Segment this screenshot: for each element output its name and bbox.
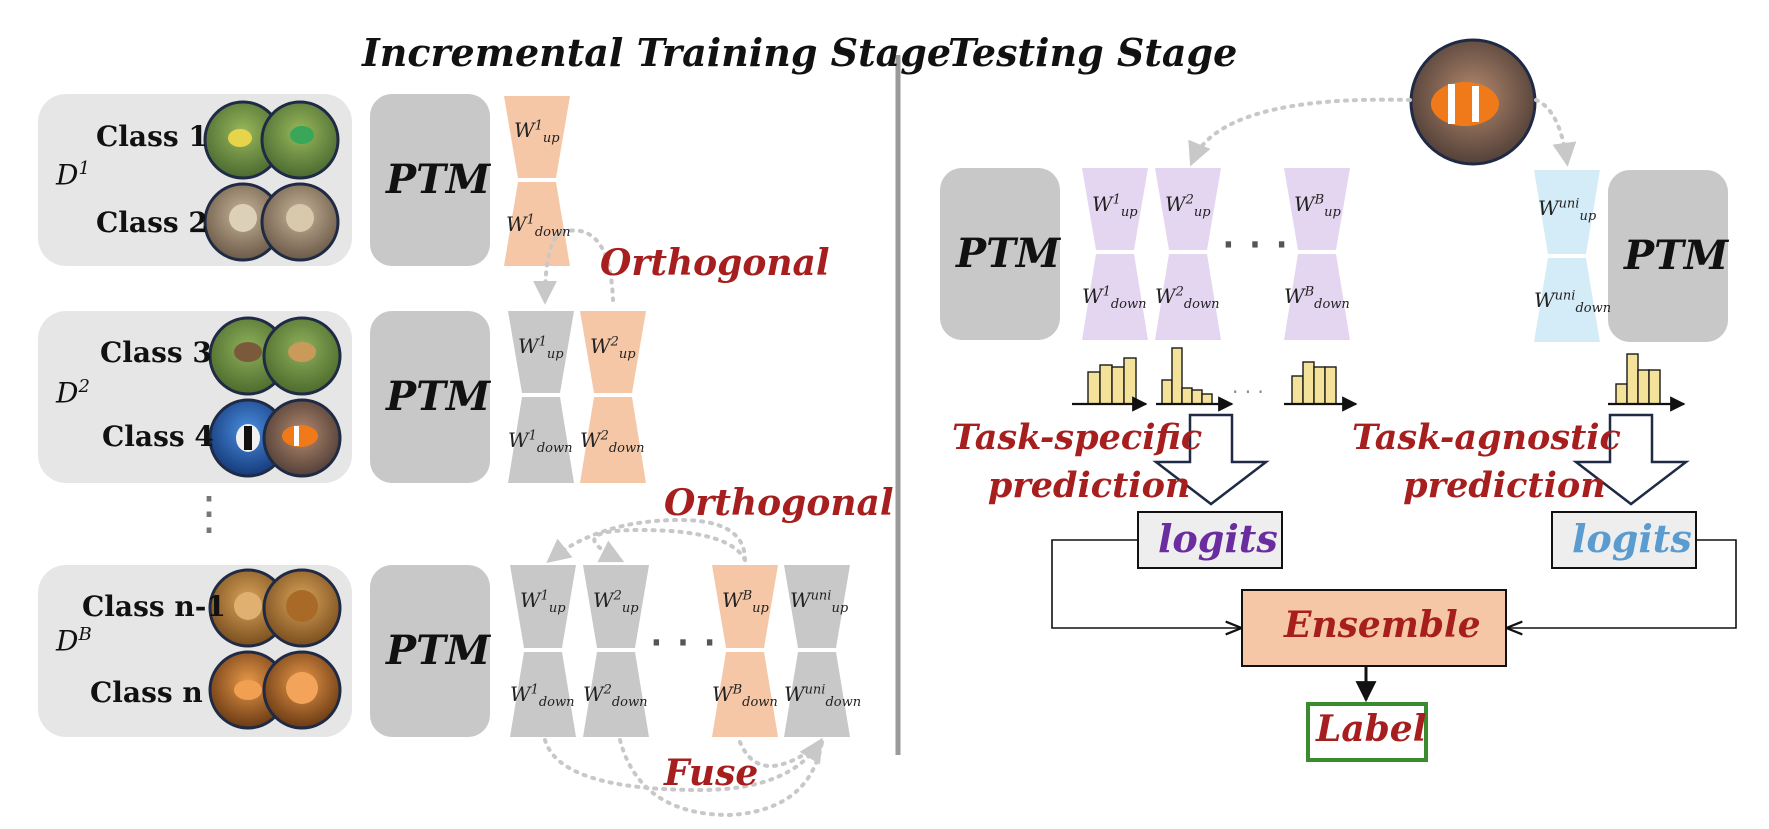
class-label: Class n bbox=[90, 676, 203, 709]
fuse-arrows bbox=[543, 737, 824, 818]
ptm-label: PTM bbox=[386, 373, 491, 420]
adapters-testing bbox=[1082, 168, 1600, 342]
down-arrow-right bbox=[1572, 413, 1690, 506]
dataset-label-b: DB bbox=[56, 624, 92, 658]
weight-label: W1down bbox=[506, 212, 571, 240]
weight-label: W1up bbox=[1092, 192, 1138, 220]
class-label: Class 3 bbox=[100, 336, 212, 369]
adapter-up-uni bbox=[784, 565, 850, 648]
class-label: Class n-1 bbox=[82, 590, 226, 623]
weight-label: W1down bbox=[1082, 284, 1147, 312]
weight-label: W1down bbox=[508, 428, 573, 456]
adapter-down-2-orange bbox=[580, 397, 646, 483]
weight-label: W2up bbox=[590, 334, 636, 362]
final-label: Label bbox=[1316, 708, 1427, 750]
histogram-ellipsis: ‧ ‧ ‧ bbox=[1232, 380, 1264, 404]
logits-label-left: logits bbox=[1158, 516, 1278, 561]
weight-label: W1down bbox=[510, 682, 575, 710]
horizontal-ellipsis: ‧ ‧ ‧ bbox=[650, 620, 716, 667]
weight-label: Wunidown bbox=[784, 682, 862, 710]
ptm-label: PTM bbox=[956, 230, 1061, 277]
dataset-label-1: D1 bbox=[56, 158, 90, 192]
ptm-box-1 bbox=[370, 94, 490, 266]
connector-right bbox=[1508, 539, 1737, 628]
ptm-box-b bbox=[370, 565, 490, 737]
fuse-label: Fuse bbox=[664, 752, 759, 794]
weight-label: W2up bbox=[593, 588, 639, 616]
class-label: Class 4 bbox=[102, 420, 214, 453]
weight-label: Wuniup bbox=[790, 588, 849, 616]
class-label: Class 1 bbox=[96, 120, 208, 153]
ptm-label: PTM bbox=[386, 156, 491, 203]
adapter-down-1-b bbox=[510, 652, 576, 737]
adapter-up-2-b bbox=[583, 565, 649, 648]
logits-label-right: logits bbox=[1572, 516, 1692, 561]
ptm-label: PTM bbox=[386, 627, 491, 674]
orthogonal-label: Orthogonal bbox=[664, 482, 894, 524]
connector-left bbox=[1051, 539, 1240, 628]
adapter-down-2-b bbox=[583, 652, 649, 737]
task-agnostic-label: Task-agnostic prediction bbox=[1352, 417, 1621, 506]
logits-box-right bbox=[1551, 511, 1697, 569]
weight-label: WBdown bbox=[712, 682, 778, 710]
weight-label: W2up bbox=[1165, 192, 1211, 220]
adapter-up-1-orange bbox=[504, 96, 570, 178]
clownfish-body bbox=[1431, 82, 1499, 126]
adapter-up-1-gray bbox=[508, 311, 574, 393]
weight-label: W1up bbox=[520, 588, 566, 616]
adapter-down-1-gray bbox=[508, 397, 574, 483]
ensemble-box bbox=[1241, 589, 1507, 667]
horizontal-ellipsis: ‧ ‧ ‧ bbox=[1222, 222, 1288, 269]
weight-label: Wunidown bbox=[1534, 288, 1612, 316]
vertical-ellipsis: ⋮ bbox=[186, 486, 232, 540]
weight-label: WBdown bbox=[1284, 284, 1350, 312]
adapter-down-B-orange bbox=[712, 652, 778, 737]
test-ptm-box-right bbox=[1608, 170, 1728, 342]
test-arrows bbox=[1188, 97, 1577, 167]
adapter-up-2-orange bbox=[580, 311, 646, 393]
task-specific-label: Task-specific prediction bbox=[952, 417, 1203, 506]
adapters-training bbox=[504, 96, 850, 737]
ptm-box-2 bbox=[370, 311, 490, 483]
weight-label: W1up bbox=[518, 334, 564, 362]
testing-stage-title: Testing Stage bbox=[948, 30, 1238, 75]
weight-label: W2down bbox=[583, 682, 648, 710]
weight-label: W2down bbox=[580, 428, 645, 456]
orthogonal-arrows bbox=[533, 228, 747, 563]
adapter-down-1-orange bbox=[504, 182, 570, 266]
test-ptm-box-left bbox=[940, 168, 1060, 340]
training-stage-title: Incremental Training Stage bbox=[362, 30, 952, 75]
class-label: Class 2 bbox=[96, 206, 208, 239]
adapter-up-B-orange bbox=[712, 565, 778, 648]
dataset-label-2: D2 bbox=[56, 376, 90, 410]
ptm-label: PTM bbox=[1624, 232, 1729, 279]
label-box bbox=[1306, 702, 1428, 762]
weight-label: WBup bbox=[1294, 192, 1341, 220]
weight-label: WBup bbox=[722, 588, 769, 616]
class-images bbox=[203, 100, 342, 730]
orthogonal-label: Orthogonal bbox=[600, 242, 830, 284]
ensemble-label: Ensemble bbox=[1284, 604, 1481, 646]
adapter-down-uni bbox=[784, 652, 850, 737]
weight-label: Wuniup bbox=[1538, 196, 1597, 224]
down-arrow-left bbox=[1152, 413, 1270, 506]
image-details bbox=[228, 126, 318, 704]
histograms bbox=[1087, 347, 1661, 405]
weight-label: W2down bbox=[1155, 284, 1220, 312]
adapter-up-1-b bbox=[510, 565, 576, 648]
weight-label: W1up bbox=[514, 118, 560, 146]
